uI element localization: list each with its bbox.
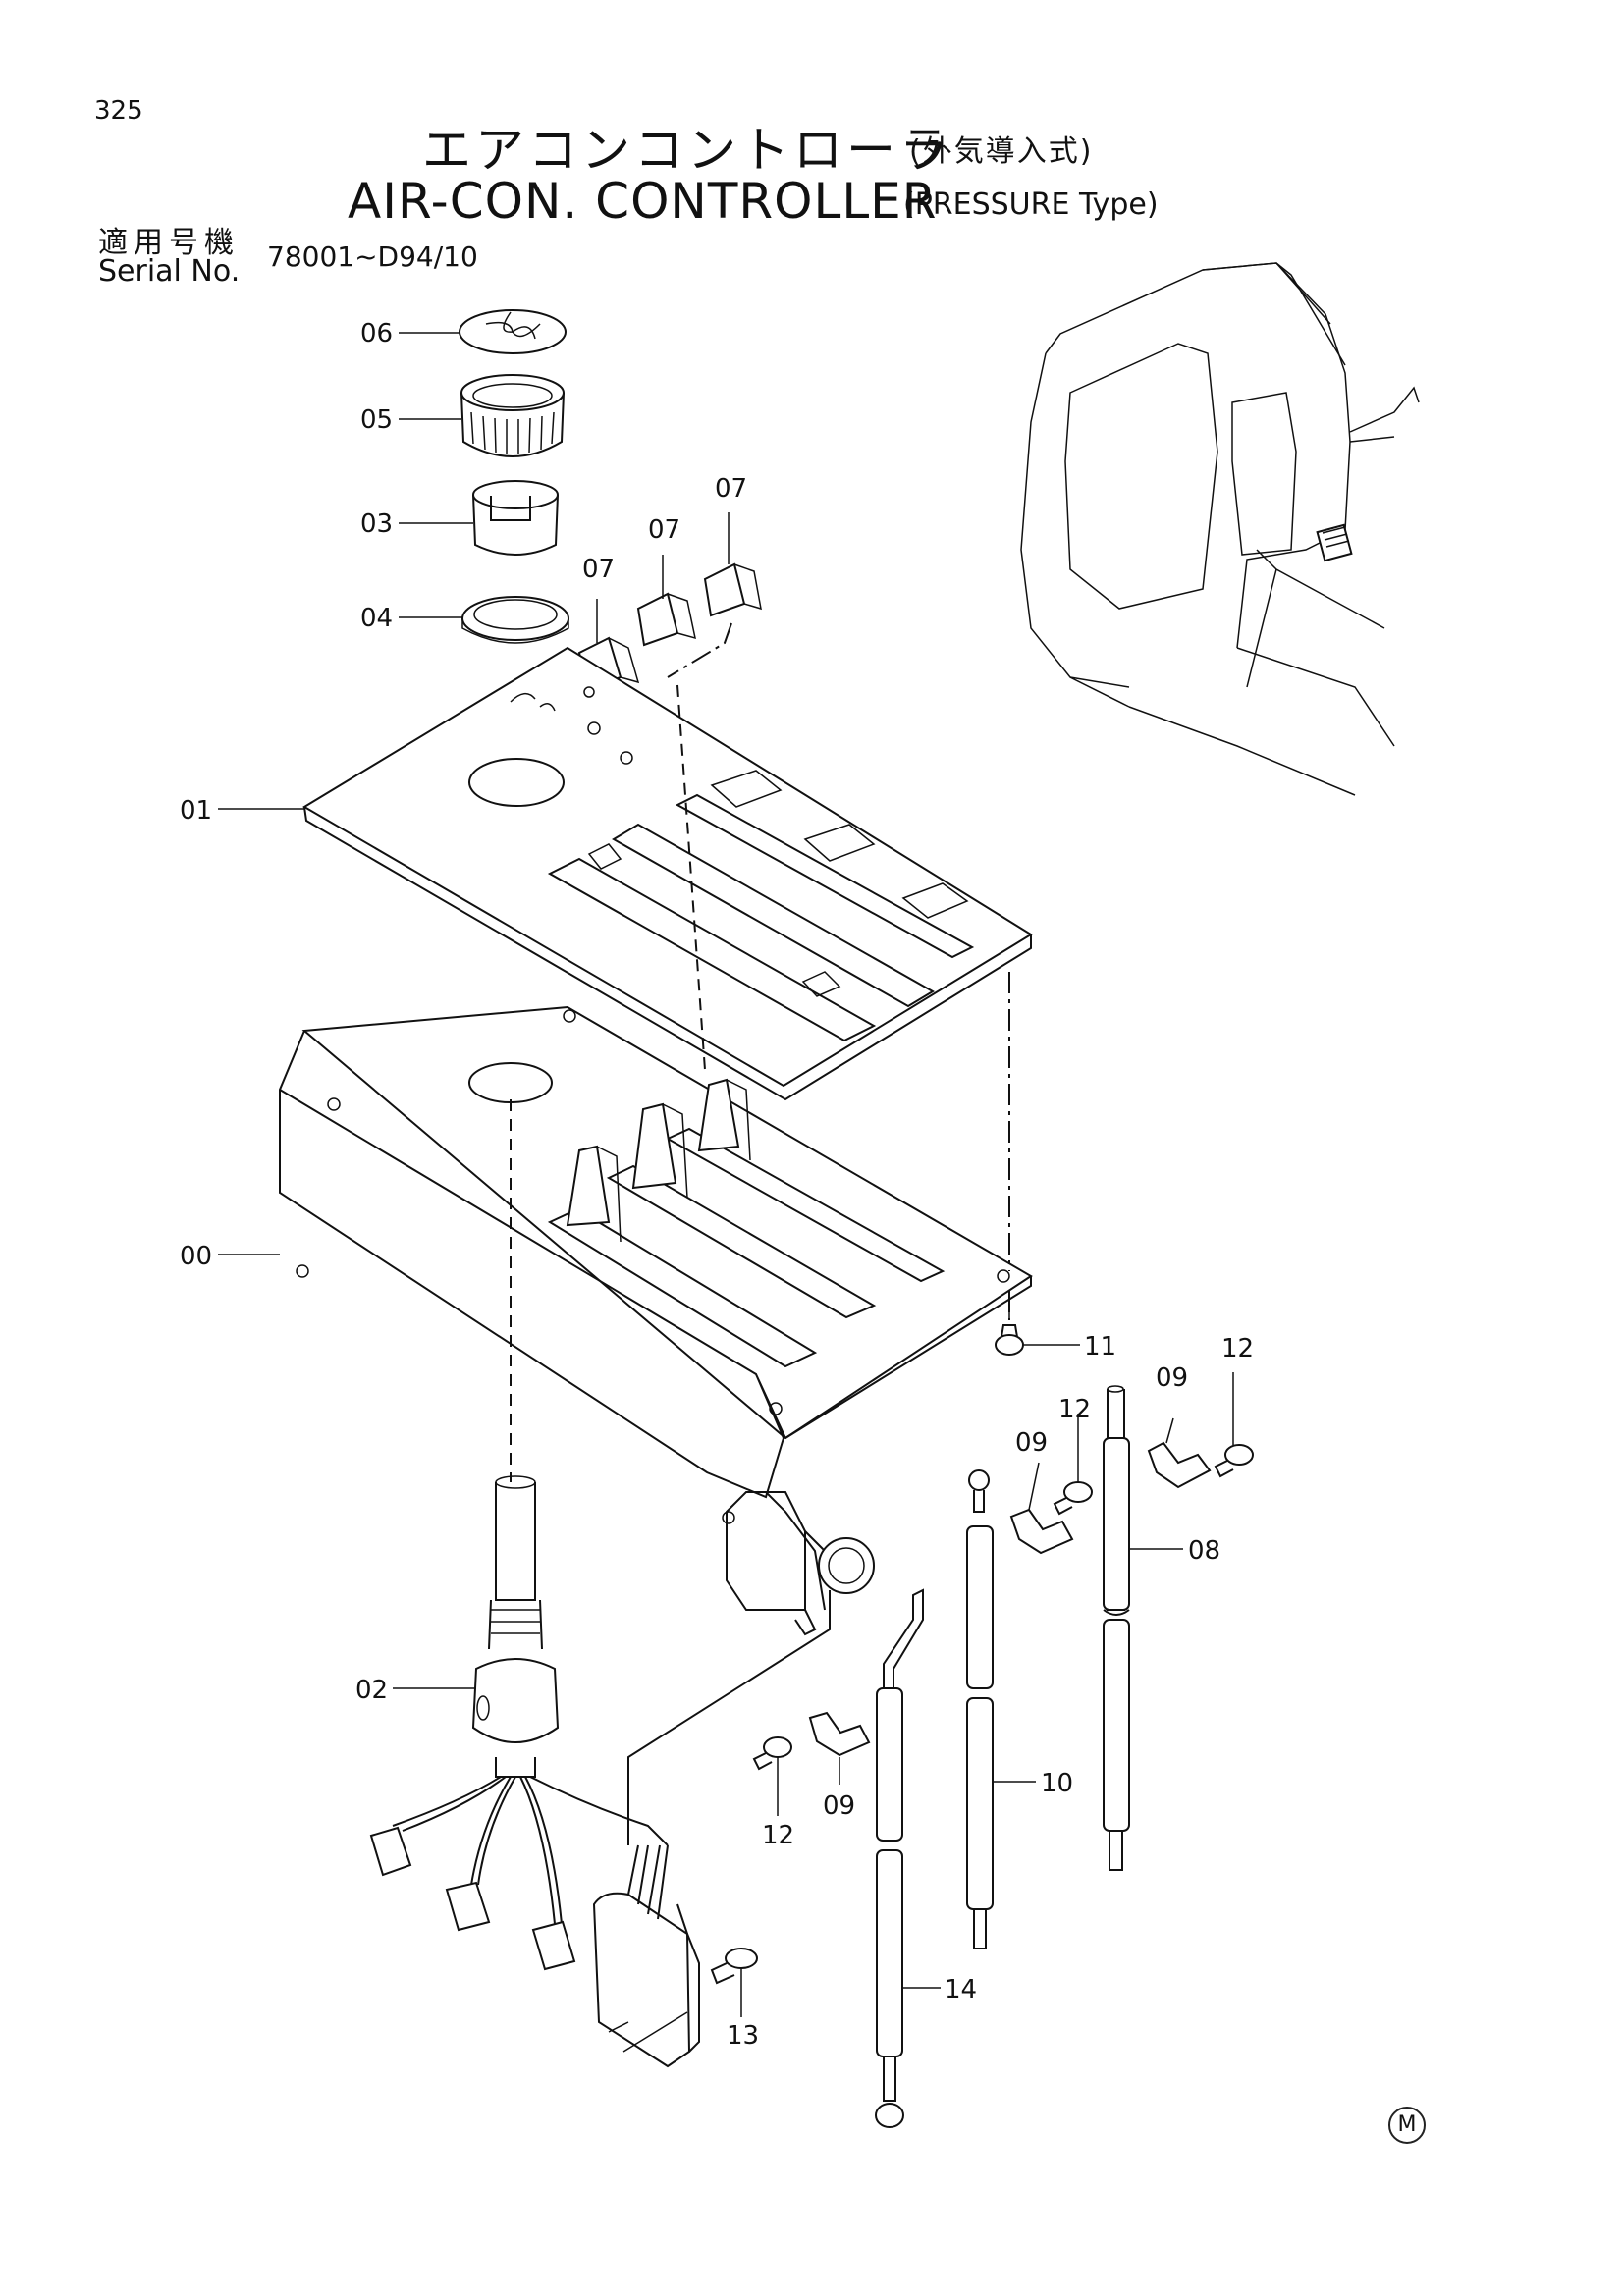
callout-07b: 07: [648, 515, 680, 545]
part-13-screw: [710, 1948, 758, 1985]
serial-range: 78001~D94/10: [267, 240, 478, 273]
part-10-rod: [966, 1469, 994, 1949]
callout-03: 03: [360, 509, 393, 539]
callout-02: 02: [355, 1676, 388, 1705]
part-00-base-housing: [279, 1005, 1033, 1636]
part-harness-connector: [592, 1590, 831, 2068]
callout-05: 05: [360, 405, 393, 435]
title-english-subtitle: (PRESSURE Type): [903, 187, 1159, 222]
callout-08: 08: [1188, 1536, 1220, 1566]
serial-label-english: Serial No.: [98, 254, 241, 289]
cab-illustration: [1020, 262, 1420, 796]
callout-09b: 09: [1015, 1428, 1048, 1458]
callout-12b: 12: [1058, 1395, 1091, 1424]
title-japanese-subtitle: (外気導入式): [909, 134, 1094, 169]
part-08-rod: [1103, 1385, 1130, 1871]
callout-04: 04: [360, 604, 393, 633]
manufacturer-mark: M: [1388, 2107, 1426, 2144]
assembly-line-knob: [676, 684, 706, 1071]
callout-10: 10: [1041, 1769, 1073, 1798]
serial-label-japanese: 適用号機: [98, 226, 240, 260]
callout-11: 11: [1084, 1332, 1116, 1362]
callout-12c: 12: [762, 1821, 794, 1850]
part-04-seal-ring: [461, 596, 569, 644]
callout-06: 06: [360, 319, 393, 348]
callout-09a: 09: [1156, 1363, 1188, 1393]
callout-09c: 09: [823, 1791, 855, 1821]
callout-13: 13: [727, 2021, 759, 2051]
part-02-sensor-harness: [369, 1475, 669, 1971]
callout-12a: 12: [1221, 1334, 1254, 1363]
leader-lines: [218, 332, 1234, 2017]
part-01-top-panel: [302, 646, 1033, 1101]
assembly-line-knob-c: [667, 622, 732, 678]
title-english: AIR-CON. CONTROLLER: [348, 173, 938, 230]
part-09-clips: [808, 1441, 1212, 1757]
title-japanese: エアコンコントローラ: [422, 122, 952, 179]
part-12-screws: [752, 1444, 1254, 1771]
callout-00: 00: [180, 1242, 212, 1271]
part-03-sleeve: [472, 480, 559, 556]
part-05-knob-ring: [460, 374, 565, 457]
page-number: 325: [94, 96, 143, 126]
callout-14: 14: [945, 1975, 977, 2004]
callout-labels: 06 05 03 04 07 07 07 01 00 02 11 12 09 1…: [180, 319, 1254, 2051]
callout-01: 01: [180, 796, 212, 826]
part-06-fan-cap: [459, 309, 567, 354]
part-11-screw: [995, 1310, 1024, 1356]
callout-07c: 07: [715, 474, 747, 504]
part-14-rod: [875, 1588, 924, 2128]
callout-07a: 07: [582, 555, 615, 584]
part-07-knobs: [577, 562, 762, 691]
